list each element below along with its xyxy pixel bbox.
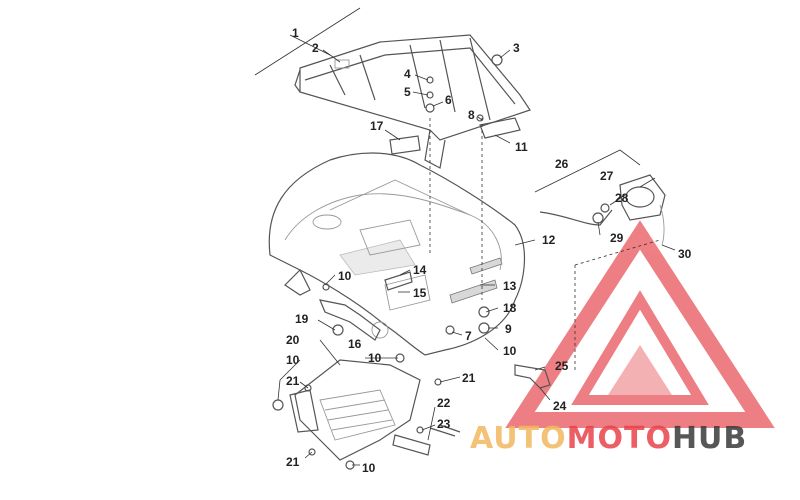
callout-10-d: 10 <box>286 353 300 367</box>
callout-4: 4 <box>404 67 411 81</box>
callout-1: 1 <box>292 26 299 40</box>
assembly-1-bracket <box>254 7 361 76</box>
callout-10-e: 10 <box>362 461 376 475</box>
callout-21-a: 21 <box>462 371 476 385</box>
watermark-logo <box>505 220 775 428</box>
callout-22: 22 <box>437 396 451 410</box>
callout-9: 9 <box>505 322 512 336</box>
callout-16: 16 <box>348 337 362 351</box>
callout-7: 7 <box>465 329 472 343</box>
callout-10-c: 10 <box>368 351 382 365</box>
callout-11: 11 <box>515 140 528 154</box>
rear-fender <box>268 152 525 356</box>
callout-27: 27 <box>600 169 614 183</box>
watermark-hub: HUB <box>672 421 747 456</box>
callout-30: 30 <box>678 247 692 261</box>
footwell-guard <box>289 359 421 461</box>
callout-25: 25 <box>555 359 569 373</box>
callout-29: 29 <box>610 231 624 245</box>
callout-17: 17 <box>370 119 384 133</box>
callout-23: 23 <box>437 417 451 431</box>
callout-28: 28 <box>615 191 629 205</box>
callout-26: 26 <box>555 157 569 171</box>
decal <box>389 135 421 155</box>
rear-rack <box>294 34 531 169</box>
callout-18: 18 <box>503 301 517 315</box>
callout-13: 13 <box>503 279 517 293</box>
callout-6: 6 <box>445 93 452 107</box>
callout-10-b: 10 <box>503 344 517 358</box>
callout-labels: 1 2 3 4 5 6 8 11 17 26 27 28 29 30 12 10… <box>286 26 692 475</box>
callout-19: 19 <box>295 312 309 326</box>
callout-21-b: 21 <box>286 374 300 388</box>
callout-15: 15 <box>413 286 427 300</box>
callout-24: 24 <box>553 399 567 413</box>
taillight-assembly <box>534 149 666 246</box>
callout-14: 14 <box>413 263 427 277</box>
leader-lines <box>277 49 676 466</box>
watermark-auto: AUTO <box>470 421 567 456</box>
callout-8: 8 <box>468 108 475 122</box>
callout-3: 3 <box>513 41 520 55</box>
watermark-moto: MOTO <box>567 421 672 456</box>
fasteners <box>272 54 503 470</box>
callout-12: 12 <box>542 233 556 247</box>
fender-bracket <box>284 268 381 341</box>
callout-20: 20 <box>286 333 300 347</box>
callout-21-c: 21 <box>286 455 300 469</box>
svg-text:AUTOMOTOHUB: AUTOMOTOHUB <box>470 421 747 456</box>
step-plates <box>392 424 461 456</box>
watermark-text: AUTOMOTOHUB <box>470 421 747 456</box>
callout-10-a: 10 <box>338 269 352 283</box>
callout-2: 2 <box>312 41 319 55</box>
callout-5: 5 <box>404 85 411 99</box>
